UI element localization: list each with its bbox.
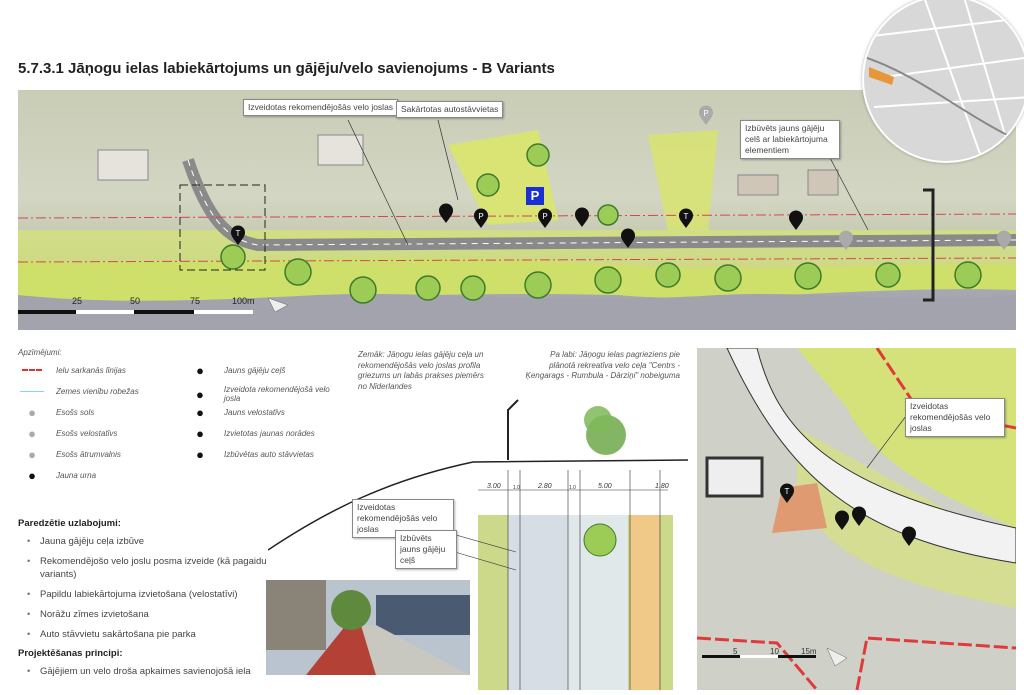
existing-speed-bump-pin-icon: ● <box>28 446 36 462</box>
list-item: Papildu labiekārtojuma izvietošana (velo… <box>18 588 278 601</box>
bike-lane-pin-icon <box>902 526 916 546</box>
bike-lane-pin-icon <box>789 210 803 230</box>
existing-bench-pin-icon: ● <box>28 404 36 420</box>
scale-5: 5 <box>733 647 738 656</box>
principles-heading: Projektēšanas principi: <box>18 648 123 659</box>
pedestrian-pin-icon: ● <box>196 362 204 378</box>
improvements-heading: Paredzētie uzlabojumi: <box>18 518 121 529</box>
list-item: Rekomendējošo velo joslu posma izveide (… <box>18 555 278 581</box>
scale-50: 50 <box>130 296 141 306</box>
legend-item: ●Jauna urna <box>18 467 96 483</box>
top-plan-map: Izveidotas rekomendējošās velo joslas Sa… <box>18 90 1016 330</box>
legend-item: ●Jauns velostatīvs <box>186 404 285 420</box>
street-profile-section <box>268 399 689 690</box>
sign-pin-icon: T <box>231 225 245 245</box>
legend-item: ●Esošs sols <box>18 404 94 420</box>
scale-15m: 15m <box>801 647 817 656</box>
bend-plan-drawing <box>697 348 1016 690</box>
sign-pin-icon: T <box>780 483 794 503</box>
scale-10: 10 <box>770 647 779 656</box>
callout-bike-lanes: Izveidotas rekomendējošās velo joslas <box>905 398 1005 437</box>
existing-bike-rack-pin-icon: ● <box>28 425 36 441</box>
bike-rack-pin-icon <box>852 506 866 526</box>
netherlands-example-photo <box>266 580 470 675</box>
legend-item: Ielu sarkanās līnijas <box>18 364 126 376</box>
dim-label: 1.80 <box>655 483 669 490</box>
list-item: Auto stāvvietu sakārtošana pie parka <box>18 628 278 641</box>
callout-bike-lanes: Izveidotas rekomendējošās velo joslas <box>243 99 399 116</box>
legend-item: ●Esošs ātrumvalnis <box>18 446 121 462</box>
bin-pin-icon: ● <box>28 467 36 483</box>
dim-label: 1.0 <box>569 485 576 491</box>
legend-item: ●Izvietotas jaunas norādes <box>186 425 315 441</box>
legend-item: ●Jauns gājēju ceļš <box>186 362 285 378</box>
list-item: Jauna gājēju ceļa izbūve <box>18 535 278 548</box>
bin-pin-icon <box>835 510 849 530</box>
page-title: 5.7.3.1 Jāņogu ielas labiekārtojums un g… <box>18 60 555 77</box>
dim-label: 3.00 <box>487 483 501 490</box>
svg-text:P: P <box>703 109 708 118</box>
location-inset-map <box>862 0 1024 163</box>
svg-text:T: T <box>236 229 241 238</box>
existing-bike-rack-pin-icon <box>997 230 1011 250</box>
parking-pin-icon: P <box>474 208 488 228</box>
map-drawing <box>18 119 1016 330</box>
bend-plan-map: Izveidotas rekomendējošās velo joslas 5 … <box>697 348 1016 690</box>
callout-parking: Sakārtotas autostāvvietas <box>396 101 504 118</box>
sign-pin-icon: T <box>679 208 693 228</box>
existing-speed-bump-pin-icon <box>839 230 853 250</box>
red-dash-line-icon <box>18 364 46 376</box>
bike-lane-pin-icon <box>621 228 635 248</box>
legend-heading: Apzīmējumi: <box>18 348 62 357</box>
svg-text:P: P <box>478 212 483 221</box>
list-item: Norāžu zīmes izvietošana <box>18 608 278 621</box>
scale-25: 25 <box>72 296 83 306</box>
pedestrian-pin-icon <box>439 203 453 223</box>
scale-75: 75 <box>190 296 201 306</box>
legend-item: ●Esošs velostatīvs <box>18 425 117 441</box>
callout-pedestrian-path: Izbūvēts jauns gājēju celš ar labiekārto… <box>740 120 840 159</box>
dim-label: 2.80 <box>538 483 552 490</box>
sign-pin-icon: ● <box>196 425 204 441</box>
list-item: Gājējiem un velo droša apkaimes savienoj… <box>18 665 278 678</box>
bike-lane-pin-icon: ● <box>196 386 204 402</box>
existing-parking-pin-icon: P <box>699 105 713 125</box>
callout-pedestrian-path: Izbūvēts jauns gājēju ceļš <box>395 530 457 569</box>
section-note: Zemāk: Jāņogu ielas gājēju ceļa un rekom… <box>358 350 484 391</box>
parking-pin-icon: P <box>538 208 552 228</box>
parking-sign: P <box>526 187 544 205</box>
scale-100m: 100m <box>232 296 255 306</box>
inset-map-drawing <box>864 0 1024 161</box>
bike-rack-pin-icon <box>575 207 589 227</box>
cyan-line-icon <box>18 385 46 397</box>
dim-label: 1.0 <box>513 485 520 491</box>
improvements-section: Paredzētie uzlabojumi: Jauna gājēju ceļa… <box>18 518 278 685</box>
legend-item: Zemes vienību robežas <box>18 385 139 397</box>
right-plan-note: Pa labi: Jāņogu ielas pagrieziens pie pl… <box>525 350 680 380</box>
bike-rack-pin-icon: ● <box>196 404 204 420</box>
parking-pin-icon: ● <box>196 446 204 462</box>
legend-item: ●Izveidota rekomendējošā velo josla <box>186 385 348 403</box>
dim-label: 5.00 <box>598 483 612 490</box>
svg-text:P: P <box>542 212 547 221</box>
svg-text:T: T <box>684 212 689 221</box>
svg-text:T: T <box>785 487 790 496</box>
legend-item: ●Izbūvētas auto stāvvietas <box>186 446 314 462</box>
